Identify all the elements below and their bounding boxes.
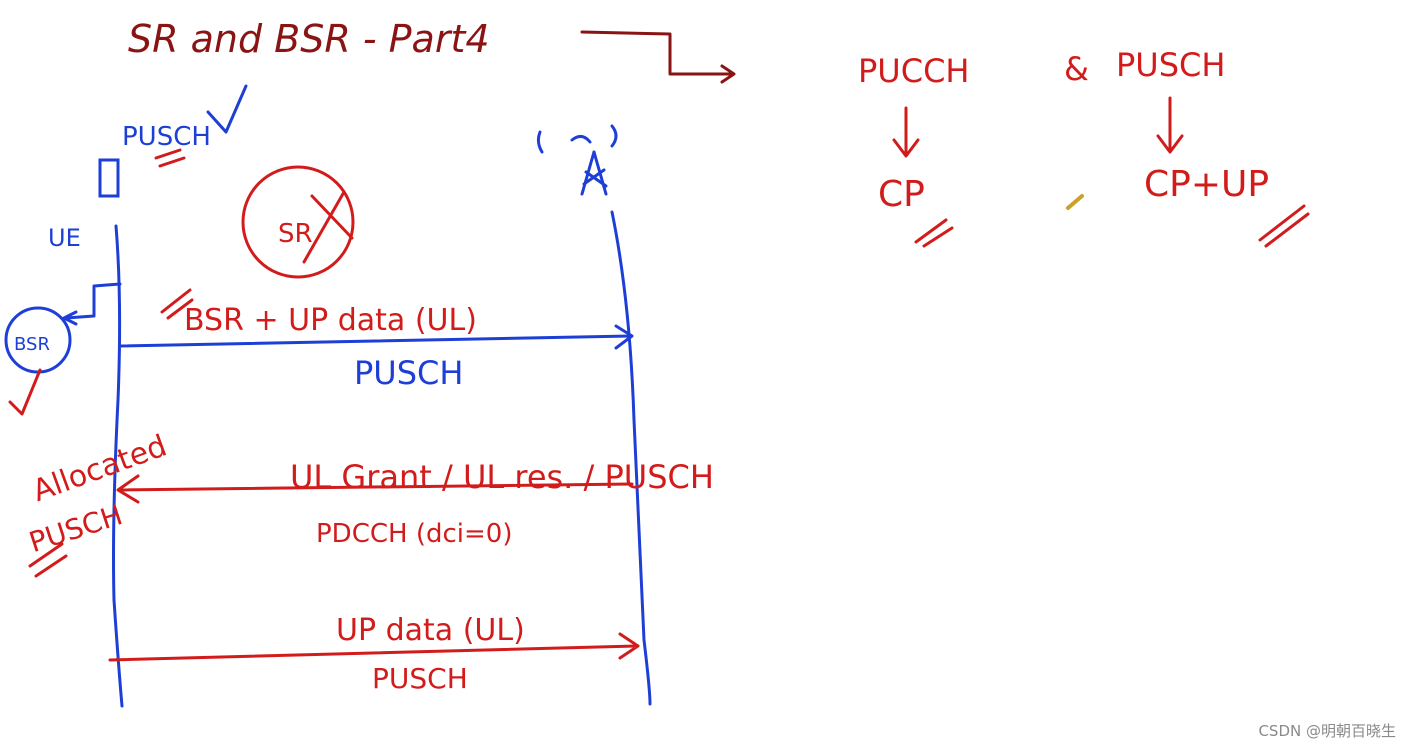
cp-label: CP xyxy=(878,174,925,215)
bsr-arrow xyxy=(62,282,122,326)
pen-cursor-icon xyxy=(1066,194,1084,210)
msg1-channel: PUSCH xyxy=(354,354,463,392)
underline-mark xyxy=(28,542,68,578)
gnb-lifeline xyxy=(610,210,652,706)
underline-mark xyxy=(1258,204,1310,248)
sr-circle xyxy=(241,165,355,279)
msg3-label: UP data (UL) xyxy=(336,613,525,648)
sr-crossed-label: SR xyxy=(278,219,313,249)
ue-phone-icon xyxy=(98,158,120,198)
checkmark-icon xyxy=(8,368,42,416)
msg2-arrow xyxy=(116,474,634,504)
pucch-down-arrow xyxy=(892,106,920,158)
ampersand-label: & xyxy=(1064,50,1089,88)
title-step-arrow xyxy=(580,30,736,84)
msg2-label: UL Grant / UL res. / PUSCH xyxy=(290,458,714,496)
ue-lifeline xyxy=(112,224,124,708)
underline-mark xyxy=(914,218,954,248)
emphasis-mark xyxy=(160,288,194,320)
pusch-top-label: PUSCH xyxy=(122,122,211,152)
underline-mark xyxy=(154,148,186,168)
gnb-antenna-icon xyxy=(536,124,618,196)
msg3-arrow xyxy=(108,632,640,662)
diagram-title: SR and BSR - Part4 xyxy=(128,17,490,61)
allocated-label: Allocated xyxy=(28,428,171,509)
bsr-circle-label: BSR xyxy=(14,334,50,355)
msg3-channel: PUSCH xyxy=(372,662,468,695)
pusch-right-label: PUSCH xyxy=(1116,46,1225,84)
cross-icon xyxy=(302,190,354,264)
msg1-arrow xyxy=(118,324,634,350)
cp-up-label: CP+UP xyxy=(1144,164,1269,205)
msg2-channel: PDCCH (dci=0) xyxy=(316,519,512,549)
ue-label: UE xyxy=(48,224,81,252)
pusch-down-arrow xyxy=(1156,96,1184,154)
pucch-label: PUCCH xyxy=(858,52,969,90)
checkmark-icon xyxy=(206,84,248,134)
msg1-label: BSR + UP data (UL) xyxy=(184,303,477,338)
watermark: CSDN @明朝百晓生 xyxy=(1258,722,1396,740)
